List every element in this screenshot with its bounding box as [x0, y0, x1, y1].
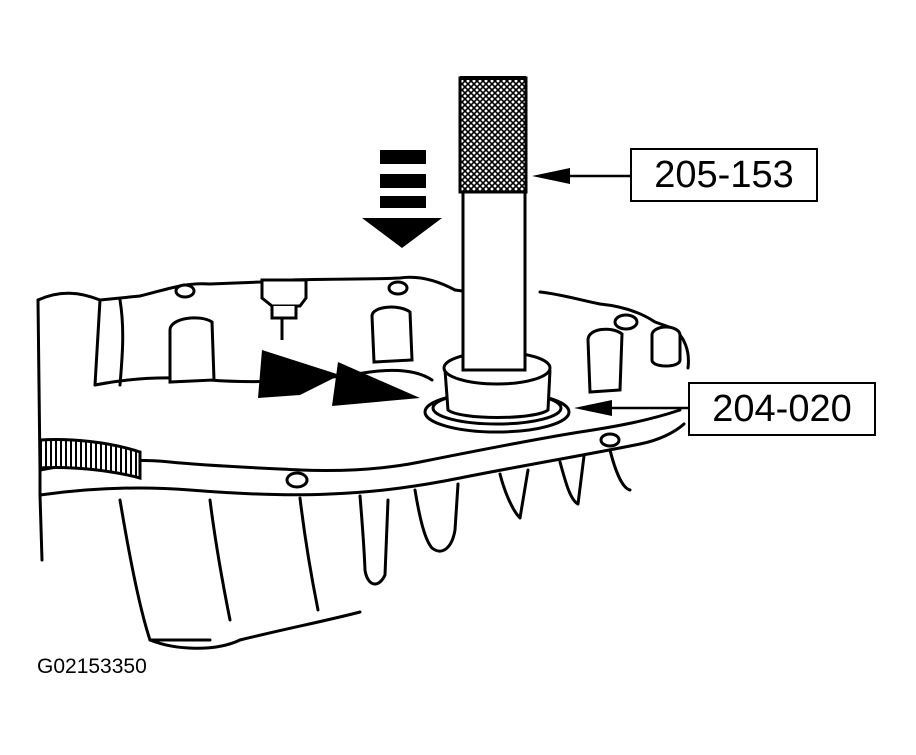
output-gear — [38, 438, 142, 480]
callout-installer-tool-number: 204-020 — [688, 382, 876, 436]
leader-line-handle — [532, 168, 630, 184]
callout-handle-tool-number: 205-153 — [630, 148, 818, 202]
handle-shaft — [458, 76, 528, 372]
right-arrow-icon — [258, 350, 420, 406]
bolt-holes — [174, 280, 639, 489]
figure-code: G02153350 — [37, 655, 147, 678]
leader-line-installer — [574, 400, 688, 416]
down-arrow-icon — [362, 150, 442, 248]
case-bosses — [168, 305, 682, 394]
breather-fitting — [260, 278, 308, 340]
